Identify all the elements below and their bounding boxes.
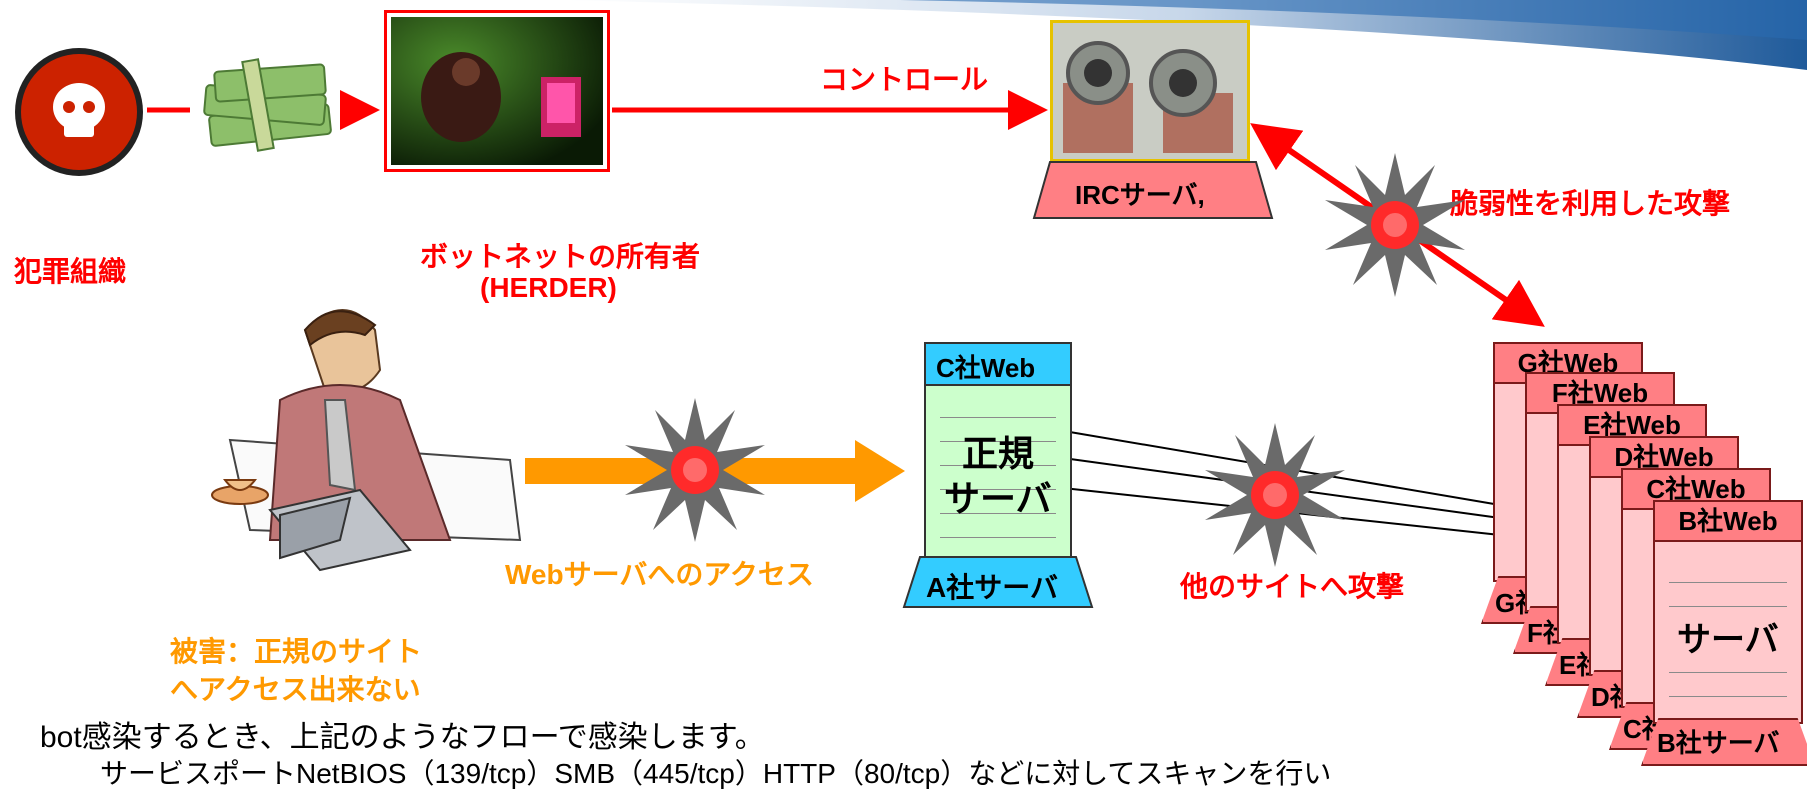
stack-card-header: E社Web (1559, 406, 1705, 446)
attack-burst-icon (1325, 153, 1465, 297)
header-swoosh (560, 0, 1807, 70)
control-label: コントロール (820, 64, 989, 95)
web-access-label: Webサーバへのアクセス (505, 559, 814, 590)
herder-label-line1: ボットネットの所有者 (420, 241, 701, 272)
irc-server-photo (1050, 20, 1250, 162)
damage-label-line2: へアクセス出来ない (170, 674, 421, 705)
vuln-attack-label: 脆弱性を利用した攻撃 (1450, 188, 1731, 219)
stack-card-footer-label: B社サーバ (1657, 728, 1780, 758)
c-web-label: C社Web (936, 353, 1036, 383)
money-icon (203, 58, 332, 152)
irc-server-label: IRCサーバ, (1075, 180, 1205, 210)
legit-server (924, 342, 1072, 560)
irc-server-base (1032, 161, 1274, 219)
stack-card-header: C社Web (1623, 470, 1769, 510)
stack-card-header: B社Web (1655, 502, 1801, 542)
crime-org-icon (15, 48, 143, 176)
legit-server-label-line1: 正規 (962, 433, 1035, 474)
legit-server-header (926, 344, 1070, 386)
description-line-2: サービスポートNetBIOS（139/tcp）SMB（445/tcp）HTTP（… (100, 758, 1332, 789)
description-line-1: bot感染するとき、上記のようなフローで感染します。 (40, 721, 765, 754)
legit-server-label-line2: サーバ (944, 478, 1052, 519)
attack-other-label: 他のサイトへ攻撃 (1180, 571, 1405, 602)
crime-org-label: 犯罪組織 (14, 256, 127, 287)
legit-server-lines (940, 394, 1056, 544)
stack-card-base (1641, 718, 1807, 766)
attack-burst-icon (1205, 423, 1345, 567)
herder-label-line2: (HERDER) (480, 272, 617, 303)
a-server-label: A社サーバ (926, 572, 1058, 603)
attack-burst-icon (625, 398, 765, 542)
legit-server-base (902, 556, 1094, 608)
stack-card-body-label: サーバ (1677, 621, 1779, 659)
herder-photo (384, 10, 610, 172)
stack-card-b: B社Web サーバ B社サーバ (1641, 500, 1807, 766)
victim-user-illustration (211, 309, 522, 572)
damage-label-line1: 被害：正規のサイト (170, 636, 423, 667)
